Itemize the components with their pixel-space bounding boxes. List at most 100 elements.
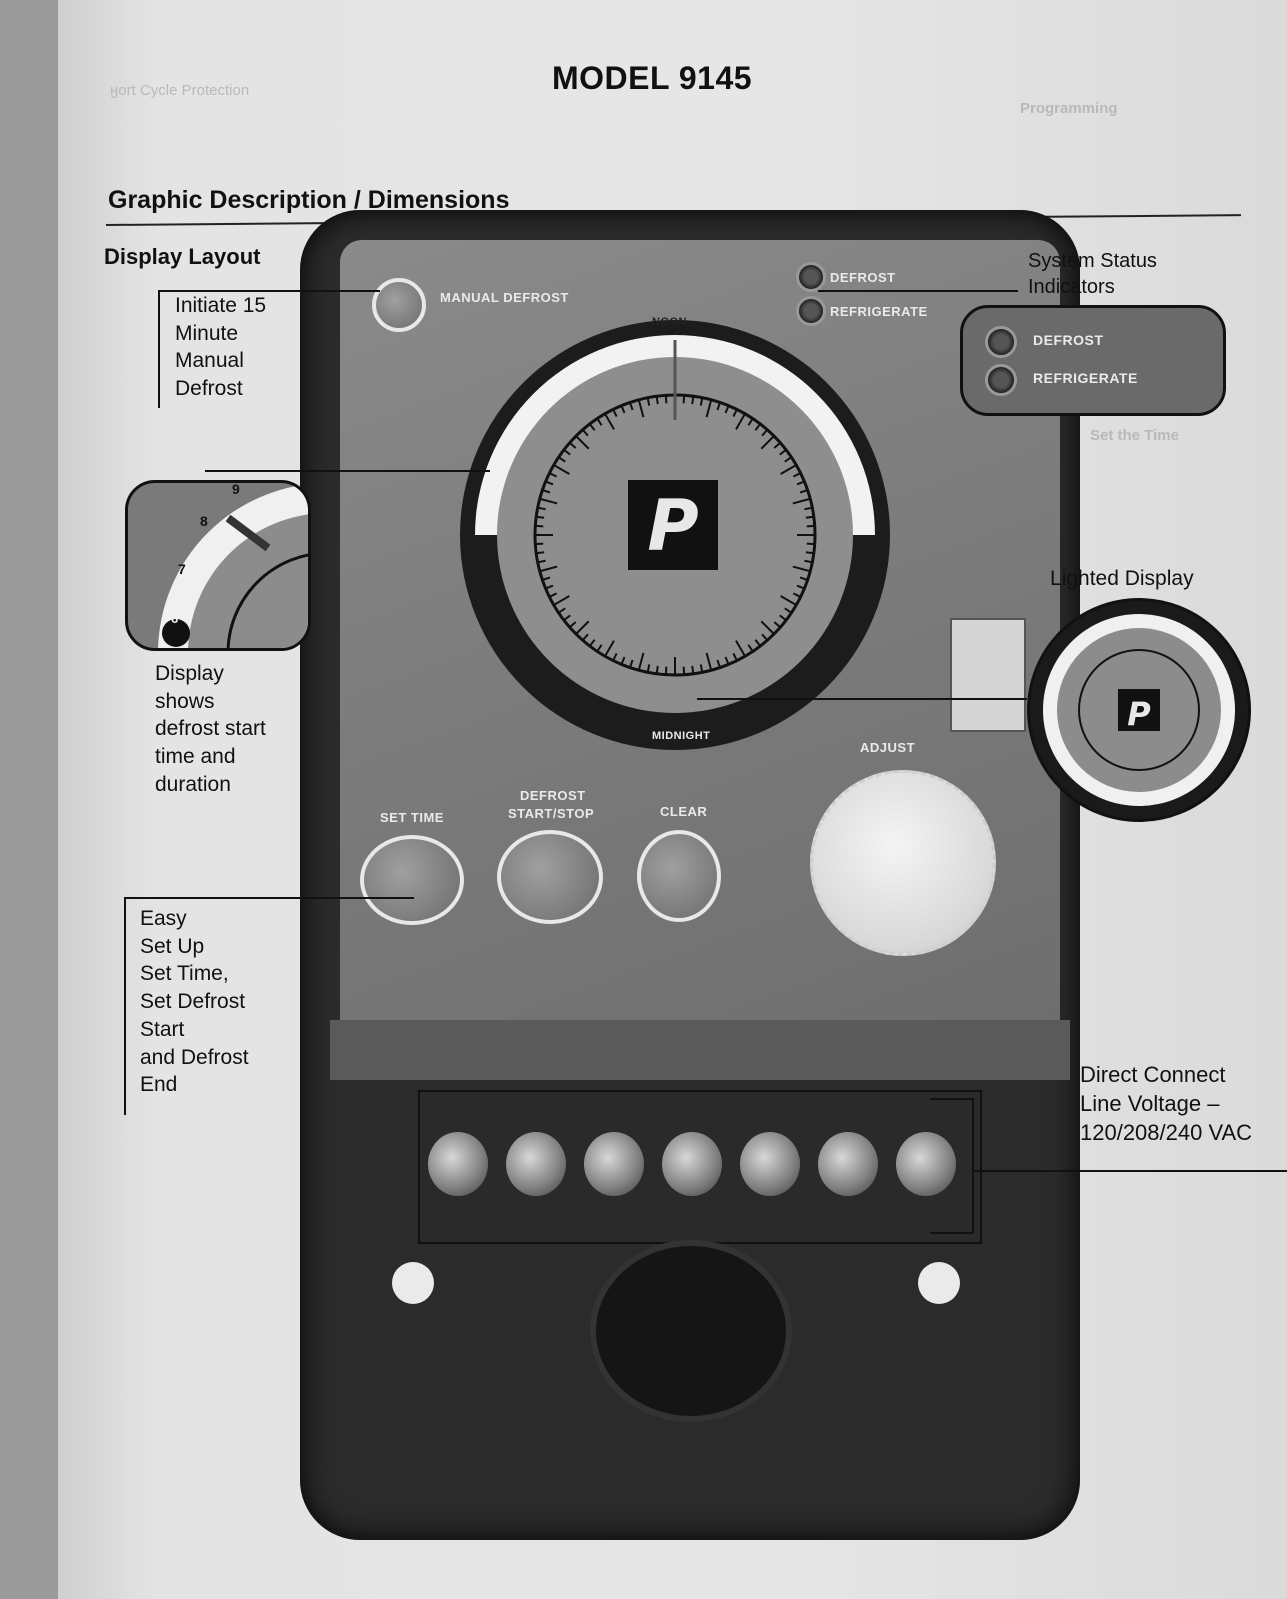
manual-defrost-callout-text: Initiate 15 Minute Manual Defrost bbox=[175, 294, 267, 401]
display-layout-heading: Display Layout bbox=[104, 244, 261, 269]
dial-tick bbox=[581, 429, 589, 437]
dial-tick bbox=[691, 665, 695, 674]
terminal-screw-icon bbox=[506, 1132, 566, 1196]
dial-tick bbox=[761, 429, 769, 437]
dial-tick bbox=[682, 666, 686, 675]
dial-tick bbox=[588, 639, 596, 647]
dial-tick bbox=[735, 413, 746, 430]
dial-noon-label: NOON bbox=[652, 316, 687, 328]
dial-tick bbox=[588, 423, 596, 431]
conduit-knockout-icon bbox=[590, 1240, 792, 1422]
terminal-screw-icon bbox=[584, 1132, 644, 1196]
dial-tick bbox=[799, 489, 808, 494]
dial-tick bbox=[548, 472, 558, 478]
set-time-label: SET TIME bbox=[380, 810, 444, 825]
bleed-through-text: Programming bbox=[1020, 100, 1118, 117]
status-defrost-label: DEFROST bbox=[830, 270, 896, 285]
status-refrigerate-label: REFRIGERATE bbox=[830, 304, 928, 319]
dial-tick bbox=[637, 399, 645, 418]
dial-tick bbox=[705, 399, 713, 418]
svg-text:P: P bbox=[1127, 695, 1151, 733]
dial-tick bbox=[805, 551, 814, 555]
dial-tick bbox=[542, 576, 551, 581]
dial-tick bbox=[804, 506, 813, 511]
terminal-block bbox=[418, 1090, 982, 1244]
dial-tick bbox=[535, 542, 544, 546]
dial-tick bbox=[612, 408, 618, 418]
easy-setup-callout-text: Easy Set Up Set Time, Set Defrost Start … bbox=[140, 907, 249, 1097]
callout-leader-line bbox=[972, 1170, 1287, 1172]
callout-refrigerate-label: REFRIGERATE bbox=[1033, 370, 1138, 386]
callout-leader-line bbox=[124, 897, 414, 899]
dial-tick bbox=[553, 464, 570, 475]
dial-tick bbox=[620, 656, 626, 665]
dial-tick bbox=[735, 640, 746, 657]
defrost-start-stop-label-1: DEFROST bbox=[520, 788, 586, 803]
dial-tick bbox=[612, 652, 618, 662]
dial-tick bbox=[754, 423, 762, 431]
dial-tick bbox=[761, 633, 769, 641]
dial-tick bbox=[792, 472, 802, 478]
dial-tick bbox=[629, 659, 634, 668]
lighted-display-callout-text: Lighted Display bbox=[1050, 567, 1194, 590]
mounting-hole-icon bbox=[392, 1262, 434, 1304]
defrost-start-stop-button[interactable] bbox=[497, 830, 603, 924]
dial-tick bbox=[760, 620, 775, 635]
dial-tick bbox=[747, 644, 754, 652]
adjust-knob[interactable] bbox=[810, 770, 996, 956]
dial-tick bbox=[779, 614, 787, 622]
clock-dial: P bbox=[460, 320, 890, 750]
dial-tick bbox=[705, 652, 713, 671]
dial-tick bbox=[784, 607, 792, 614]
callout-leader-line bbox=[818, 290, 1018, 292]
dial-tick bbox=[646, 664, 651, 673]
dial-detail-inset: 9 8 7 6 bbox=[125, 480, 311, 651]
dial-tick bbox=[575, 620, 590, 635]
manual-defrost-button[interactable] bbox=[372, 278, 426, 332]
dial-tick bbox=[732, 652, 738, 662]
adjust-label: ADJUST bbox=[860, 740, 916, 755]
defrost-start-stop-label-2: START/STOP bbox=[508, 806, 595, 821]
callout-bracket bbox=[158, 290, 160, 408]
inset-number: 6 bbox=[171, 611, 179, 626]
dial-tick bbox=[699, 664, 704, 673]
dial-tick bbox=[569, 441, 577, 449]
dial-tick bbox=[664, 666, 668, 675]
dial-tick bbox=[732, 408, 738, 418]
dial-tick bbox=[558, 456, 566, 463]
dial-tick bbox=[575, 435, 590, 450]
dial-tick bbox=[637, 652, 645, 671]
clear-button[interactable] bbox=[637, 830, 721, 922]
dial-tick bbox=[596, 644, 603, 652]
callout-leader-line bbox=[158, 290, 380, 292]
dial-tick bbox=[760, 435, 775, 450]
bleed-through-text: Set the Time bbox=[1090, 427, 1179, 444]
direct-connect-callout-text: Direct Connect Line Voltage – 120/208/24… bbox=[1080, 1062, 1253, 1146]
dial-tick bbox=[553, 595, 570, 606]
dial-tick bbox=[536, 551, 545, 555]
dial-tick bbox=[806, 542, 815, 546]
inset-number: 8 bbox=[200, 513, 208, 529]
refrigerate-led-icon bbox=[796, 296, 826, 326]
dial-tick bbox=[682, 395, 686, 404]
callout-bracket bbox=[124, 897, 126, 1115]
dial-tick bbox=[805, 515, 814, 519]
binder-edge bbox=[0, 0, 58, 1599]
dial-tick bbox=[754, 639, 762, 647]
brand-logo-icon: P bbox=[647, 485, 698, 567]
callout-leader-line bbox=[697, 698, 1027, 700]
dial-tick bbox=[655, 665, 659, 674]
set-time-button[interactable] bbox=[360, 835, 464, 925]
display-shows-callout-text: Display shows defrost start time and dur… bbox=[155, 662, 266, 796]
dial-tick bbox=[537, 559, 546, 564]
model-title: MODEL 9145 bbox=[552, 60, 753, 96]
defrost-led-icon bbox=[985, 326, 1017, 358]
dial-tick bbox=[747, 418, 754, 426]
dial-tick bbox=[548, 592, 558, 598]
dial-tick bbox=[545, 584, 554, 590]
dial-tick bbox=[792, 592, 802, 598]
dial-tick bbox=[563, 614, 571, 622]
terminal-strip-cover bbox=[330, 1020, 1070, 1080]
status-indicator-callout: DEFROST REFRIGERATE bbox=[960, 305, 1226, 416]
dial-tick bbox=[773, 621, 781, 629]
